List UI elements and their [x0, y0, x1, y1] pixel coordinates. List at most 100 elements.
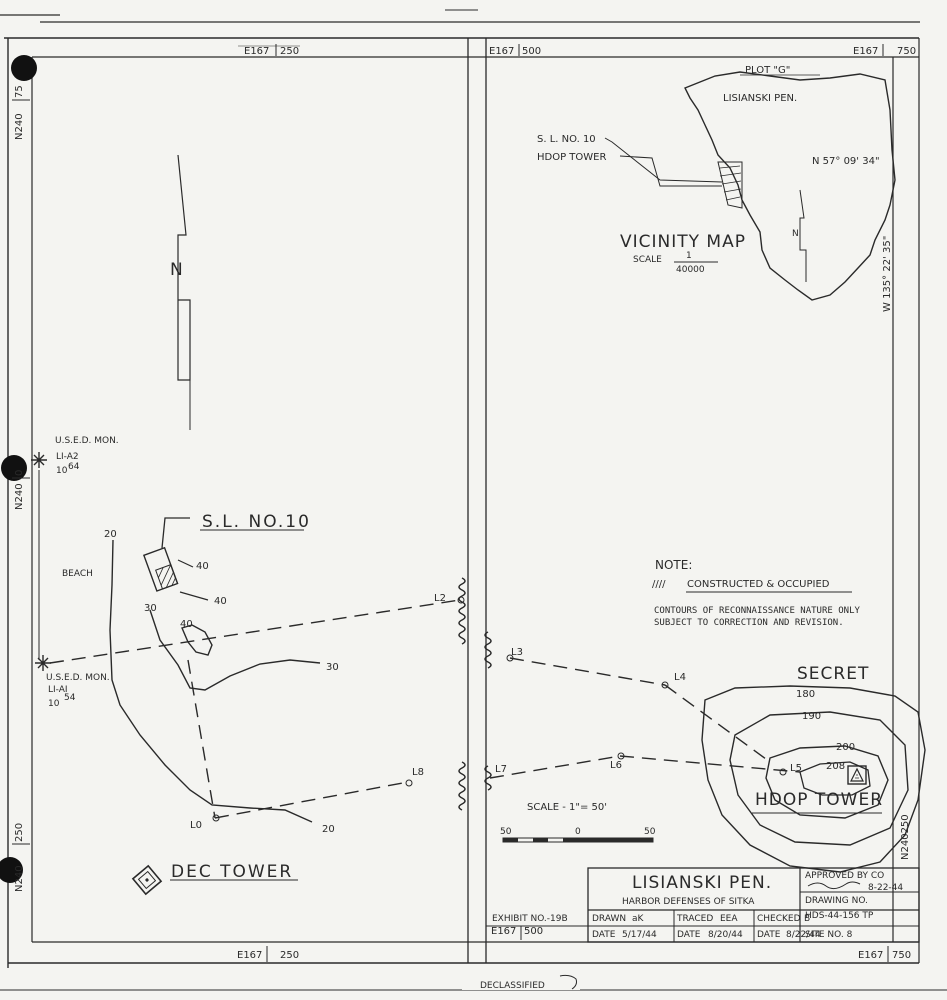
- date-label: DATE: [592, 930, 616, 940]
- mon-a1-line2: LI-AI: [48, 685, 68, 695]
- mon-a2-line3: 10: [56, 466, 68, 476]
- sl-label: S. L. NO. 10: [537, 134, 596, 145]
- survey-lines-right: [489, 657, 801, 779]
- contour-30: [149, 609, 321, 691]
- drawing-no: HDS-44-156 TP: [805, 911, 874, 921]
- vicinity-title: VICINITY MAP: [620, 232, 746, 252]
- mon-a1-line4: 54: [64, 693, 76, 703]
- e-label: E167: [489, 46, 514, 57]
- date-label: DATE: [757, 930, 781, 940]
- mon-a2-line1: U.S.E.D. MON.: [55, 436, 119, 446]
- note-legend-marks: ////: [652, 579, 666, 590]
- e-label: 750: [897, 46, 916, 57]
- scale-bar: SCALE - 1"= 50' 50 0 50: [500, 802, 656, 843]
- e-label: 250: [280, 46, 299, 57]
- north-label-small: N: [792, 229, 799, 239]
- secret-label: SECRET: [797, 664, 869, 684]
- e-label: E167: [237, 950, 262, 961]
- checked-label: CHECKED: [757, 914, 801, 924]
- traced-by: EEA: [720, 914, 738, 924]
- north-label: N: [170, 260, 184, 280]
- title-subtitle: HARBOR DEFENSES OF SITKA: [622, 897, 755, 907]
- monument-a2: U.S.E.D. MON. LI-A2 10 64: [31, 436, 119, 476]
- drawn-by: aK: [632, 914, 645, 924]
- break-mark: [484, 631, 492, 669]
- point-l3: [506, 654, 514, 662]
- drawn-date: 5/17/44: [622, 930, 657, 940]
- point-l8: [405, 779, 413, 787]
- latitude-label: N 57° 09' 34": [812, 156, 880, 167]
- approved-date: 8-22-44: [868, 883, 903, 893]
- contour-label: 208: [826, 761, 845, 772]
- grid-labels-left: N240 75 N240 0 N240 250: [12, 85, 30, 892]
- point-label: L2: [434, 593, 446, 604]
- point-l5: [779, 768, 787, 776]
- site-no: SITE NO. 8: [805, 930, 853, 940]
- contour-20: [109, 539, 313, 823]
- checked-by: B: [804, 914, 810, 924]
- constructed-hatch: [717, 161, 743, 209]
- contour-label: 190: [802, 711, 821, 722]
- north-arrow: N: [170, 154, 191, 430]
- point-l0: [212, 814, 220, 822]
- e-label: E167: [853, 46, 878, 57]
- checked-date: 8/22/44: [786, 930, 821, 940]
- note-title: NOTE:: [655, 558, 692, 572]
- title-block: LISIANSKI PEN. HARBOR DEFENSES OF SITKA …: [486, 867, 920, 943]
- declassified-stamp: DECLASSIFIED: [462, 974, 580, 991]
- dec-tower-label: DEC TOWER: [171, 862, 293, 882]
- contour-200: [765, 745, 889, 819]
- contour-40: [179, 591, 209, 601]
- contour-label: 180: [796, 689, 815, 700]
- contour-label: 40: [180, 619, 193, 630]
- scale-tick: 50: [500, 827, 512, 837]
- break-mark: [458, 577, 466, 645]
- scale-tick: 0: [575, 827, 581, 837]
- punch-hole: [11, 55, 37, 81]
- dec-tower-symbol: [131, 864, 163, 896]
- north-arrow-small: [799, 189, 807, 282]
- contour-label: 40: [214, 596, 227, 607]
- searchlight-structure: [142, 546, 179, 592]
- peninsula-name: LISIANSKI PEN.: [723, 93, 797, 104]
- traced-date: 8/20/44: [708, 930, 743, 940]
- note-block: NOTE: //// CONSTRUCTED & OCCUPIED CONTOU…: [652, 558, 860, 628]
- vicinity-map: PLOT "G" LISIANSKI PEN. S. L. NO. 10 HDO…: [537, 65, 896, 312]
- traced-label: TRACED: [676, 914, 713, 924]
- hdop-tower-symbol: [847, 765, 867, 785]
- contour-label: 20: [322, 824, 335, 835]
- mon-a2-line4: 64: [68, 462, 80, 472]
- peninsula-outline: [684, 71, 896, 301]
- declassified-text: DECLASSIFIED: [480, 981, 545, 991]
- title-name: LISIANSKI PEN.: [632, 873, 772, 893]
- n-label-right: N240250: [900, 814, 911, 860]
- monument-a1: U.S.E.D. MON. LI-AI 10 54: [35, 655, 110, 709]
- date-label: DATE: [677, 930, 701, 940]
- punch-hole: [0, 857, 23, 883]
- hdop-label: HDOP TOWER: [537, 152, 606, 163]
- beach-label: BEACH: [62, 569, 93, 579]
- contour-190: [729, 711, 909, 846]
- point-l4: [661, 681, 669, 689]
- e-label: 500: [524, 926, 543, 937]
- approved-label: APPROVED BY CO: [805, 871, 884, 881]
- n-label: N240: [14, 865, 25, 892]
- sl-no-label: S.L. NO.10: [202, 512, 311, 532]
- e-label: E167: [244, 46, 269, 57]
- note-line2: SUBJECT TO CORRECTION AND REVISION.: [654, 618, 844, 628]
- e-label: E167: [491, 926, 516, 937]
- contour-180: [701, 685, 926, 873]
- scale-label: SCALE - 1"= 50': [527, 802, 607, 813]
- contour-label: 30: [144, 603, 157, 614]
- point-label: L5: [790, 763, 802, 774]
- point-label: L3: [511, 647, 523, 658]
- drawing-no-label: DRAWING NO.: [805, 896, 868, 906]
- vicinity-scale-word: SCALE: [633, 255, 662, 265]
- point-label: L0: [190, 820, 202, 831]
- drawn-label: DRAWN: [592, 914, 626, 924]
- scale-tick: 50: [644, 827, 656, 837]
- break-mark: [484, 765, 492, 791]
- hdop-tower-label: HDOP TOWER: [755, 790, 883, 810]
- mon-a1-line1: U.S.E.D. MON.: [46, 673, 110, 683]
